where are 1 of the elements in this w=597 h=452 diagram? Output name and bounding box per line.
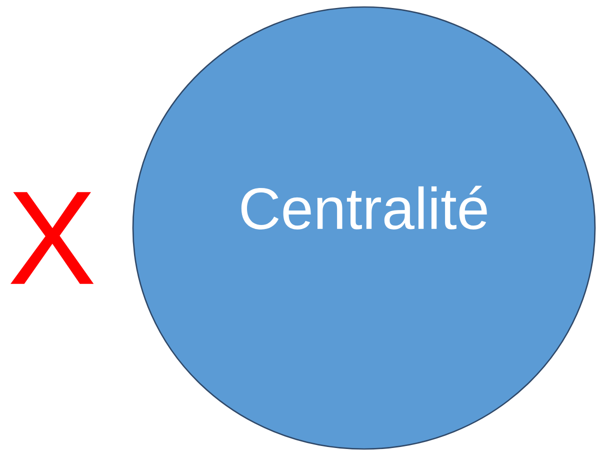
circle-node: Centralité (132, 6, 596, 450)
